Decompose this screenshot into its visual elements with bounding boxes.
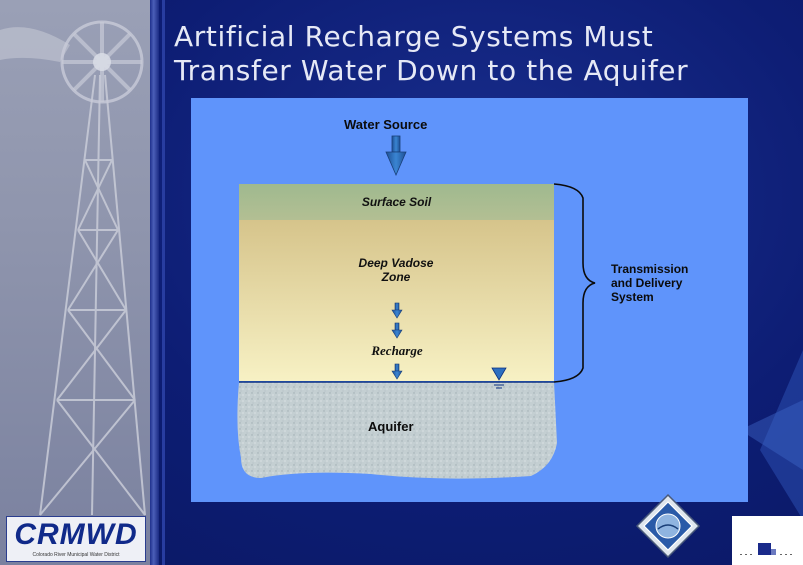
- vadose-zone-layer: [239, 220, 554, 381]
- vadose-zone-label: Deep Vadose Zone: [331, 256, 461, 284]
- aquifer-layer: [237, 382, 557, 479]
- water-source-label: Water Source: [344, 117, 428, 132]
- transmission-line-2: and Delivery: [611, 276, 683, 290]
- district-emblem-icon: [635, 493, 701, 559]
- recharge-label: Recharge: [371, 343, 423, 358]
- surface-soil-label: Surface Soil: [361, 195, 432, 209]
- surface-soil-layer: [239, 184, 554, 220]
- corner-logo: [732, 516, 803, 565]
- transmission-line-3: System: [611, 290, 654, 304]
- water-table-icon: [491, 367, 507, 389]
- vertical-divider: [150, 0, 159, 565]
- crmwd-logo-subtitle: Colorado River Municipal Water District: [32, 552, 120, 558]
- transmission-brace: [553, 183, 596, 383]
- slide-title: Artificial Recharge Systems Must Transfe…: [174, 20, 794, 88]
- vertical-divider-thin: [162, 0, 165, 565]
- title-line-2: Transfer Water Down to the Aquifer: [174, 54, 689, 87]
- crmwd-logo-text: CRMWD: [14, 518, 138, 551]
- windmill-illustration: [0, 20, 146, 516]
- aquifer-label: Aquifer: [368, 419, 414, 434]
- decorative-star: [740, 350, 803, 520]
- transmission-label: Transmission and Delivery System: [611, 262, 688, 304]
- recharge-diagram: Water Source Surface Soil Deep Vadose Zo…: [191, 98, 748, 502]
- recharge-arrows: [391, 302, 403, 380]
- vadose-zone-line-1: Deep Vadose: [358, 256, 434, 270]
- title-line-1: Artificial Recharge Systems Must: [174, 20, 654, 53]
- crmwd-logo: CRMWD Colorado River Municipal Water Dis…: [6, 516, 146, 562]
- vadose-zone-line-2: Zone: [381, 270, 411, 284]
- transmission-line-1: Transmission: [611, 262, 689, 276]
- water-source-arrow: [385, 135, 407, 177]
- windmill-panel: [0, 0, 150, 565]
